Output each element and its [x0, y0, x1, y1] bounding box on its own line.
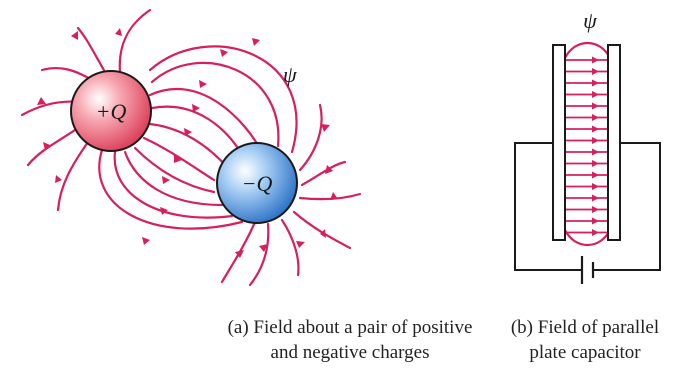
plate-field-arrow [592, 91, 599, 98]
field-line [298, 192, 362, 201]
field-arrow [259, 244, 268, 252]
field-arrow [235, 250, 244, 258]
field-line [40, 66, 94, 82]
panel-a-charges [20, 8, 362, 287]
field-line [142, 136, 216, 182]
positive-charge-label: +Q [96, 99, 127, 124]
field-line [123, 150, 224, 207]
plate-field-arrow [592, 102, 599, 110]
field-line [148, 88, 264, 154]
circuit-wire [593, 142, 661, 271]
field-arrow [330, 192, 338, 200]
field-line [118, 8, 152, 74]
plate-field-arrow [592, 229, 599, 236]
negative-charge-label: −Q [242, 171, 273, 196]
plate-field-arrow [592, 68, 599, 75]
plate-field-arrow [592, 79, 599, 87]
panel-b-capacitor: ψ [514, 8, 661, 284]
field-line [113, 150, 234, 219]
field-arrow [174, 155, 182, 163]
caption-b-line2: plate capacitor [529, 342, 641, 363]
field-arrow [252, 38, 260, 46]
plate-field-arrow [592, 194, 599, 202]
flux-symbol-a: ψ [283, 62, 297, 87]
plate-field-arrow [592, 206, 599, 213]
plate-field-arrow [592, 125, 599, 133]
field-arrows [37, 28, 338, 258]
field-arrow [43, 142, 50, 150]
field-arrow [184, 128, 192, 136]
caption-a: (a) Field about a pair of positive and n… [190, 315, 510, 365]
capacitor-plate-left [552, 44, 566, 241]
field-arrow [162, 176, 170, 184]
field-arrow [115, 28, 122, 36]
flux-symbol-b: ψ [583, 8, 597, 33]
field-line [280, 218, 300, 277]
field-line [298, 103, 323, 172]
caption-a-line1: (a) Field about a pair of positive [227, 317, 473, 338]
caption-b-line1: (b) Field of parallel [510, 317, 660, 338]
field-arrow [71, 31, 78, 40]
field-line [150, 61, 280, 148]
circuit-wire [514, 142, 582, 271]
caption-a-line2: and negative charges [270, 342, 430, 363]
field-arrow [55, 175, 62, 183]
field-arrow [296, 241, 305, 248]
field-arrow [220, 49, 228, 57]
plate-field-arrow [592, 56, 599, 64]
plate-field-arrow [592, 160, 599, 167]
field-arrow [37, 97, 46, 105]
capacitor-plate-right [607, 44, 621, 241]
plate-field-lines [566, 56, 607, 236]
field-line-bottom-bulge [564, 229, 611, 246]
field-line [148, 45, 298, 154]
field-arrow [320, 229, 326, 238]
field-line [300, 160, 347, 187]
plate-field-arrow [592, 217, 599, 225]
field-arrow [325, 165, 333, 174]
plate-field-arrow [592, 183, 599, 190]
field-arrow [160, 207, 168, 215]
field-line [248, 222, 270, 287]
plate-field-arrow [592, 171, 599, 179]
field-arrow [142, 237, 150, 245]
field-line [26, 123, 84, 167]
positive-charge: +Q [70, 70, 152, 152]
field-arrow [192, 104, 200, 112]
field-line-top-bulge [564, 42, 611, 59]
field-arrow [321, 124, 330, 132]
plate-field-arrow [592, 114, 599, 121]
field-line [56, 140, 90, 212]
plate-field-arrow [592, 148, 599, 156]
plate-field-arrow [592, 137, 599, 144]
field-line [98, 148, 244, 230]
field-line [76, 26, 107, 74]
field-line [133, 146, 216, 194]
field-arrow [199, 80, 207, 88]
caption-b: (b) Field of parallel plate capacitor [480, 315, 683, 365]
negative-charge: −Q [216, 142, 298, 224]
